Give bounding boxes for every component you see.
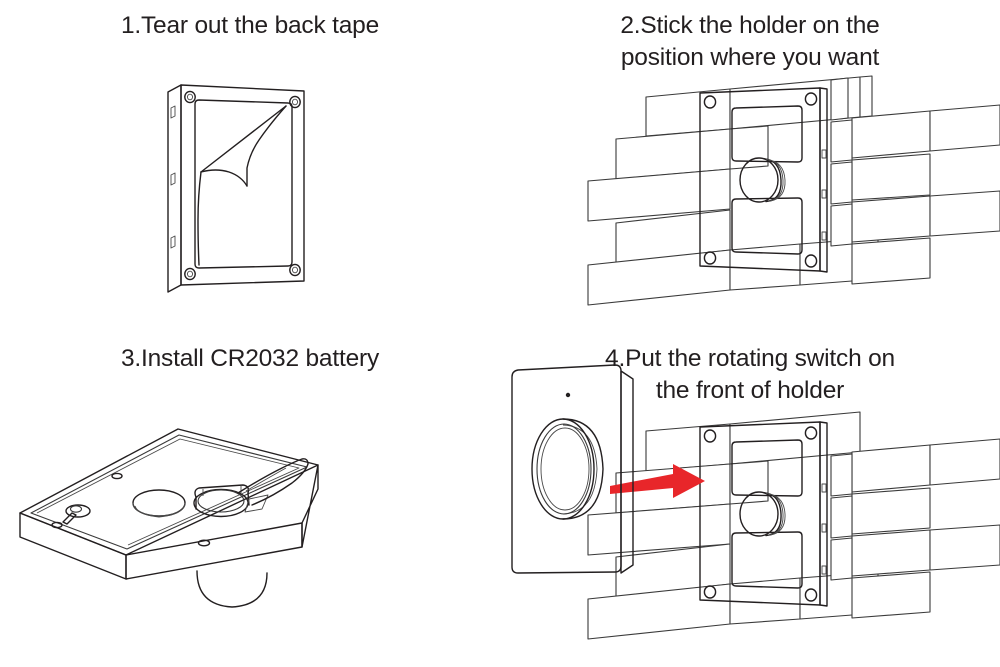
step-3: 3.Install CR2032 battery — [0, 333, 500, 667]
step-4-title: 4.Put the rotating switch on the front o… — [605, 345, 895, 404]
brick-wall — [587, 411, 1000, 640]
step-2-title: 2.Stick the holder on the position where… — [620, 12, 880, 71]
led-indicator-dot — [565, 392, 571, 398]
bracket-with-tape-art — [167, 84, 305, 293]
step-4-illustration — [500, 333, 1000, 667]
step-1: 1.Tear out the back tape — [0, 0, 500, 333]
step-3-illustration — [0, 333, 500, 666]
step-3-title: 3.Install CR2032 battery — [120, 345, 380, 372]
step-2: 2.Stick the holder on the position where… — [500, 0, 1000, 333]
assembly-arrow-icon — [610, 464, 705, 498]
step-1-title: 1.Tear out the back tape — [120, 12, 380, 39]
step-1-illustration — [0, 0, 500, 333]
step-2-illustration — [500, 0, 1000, 333]
brick-wall — [587, 75, 1000, 306]
step-4: 4.Put the rotating switch on the front o… — [500, 333, 1000, 667]
switch-rear-battery-art — [19, 428, 319, 608]
switch-to-holder-assembly-art — [511, 364, 1000, 640]
brick-wall-with-holder-art — [587, 75, 1000, 306]
